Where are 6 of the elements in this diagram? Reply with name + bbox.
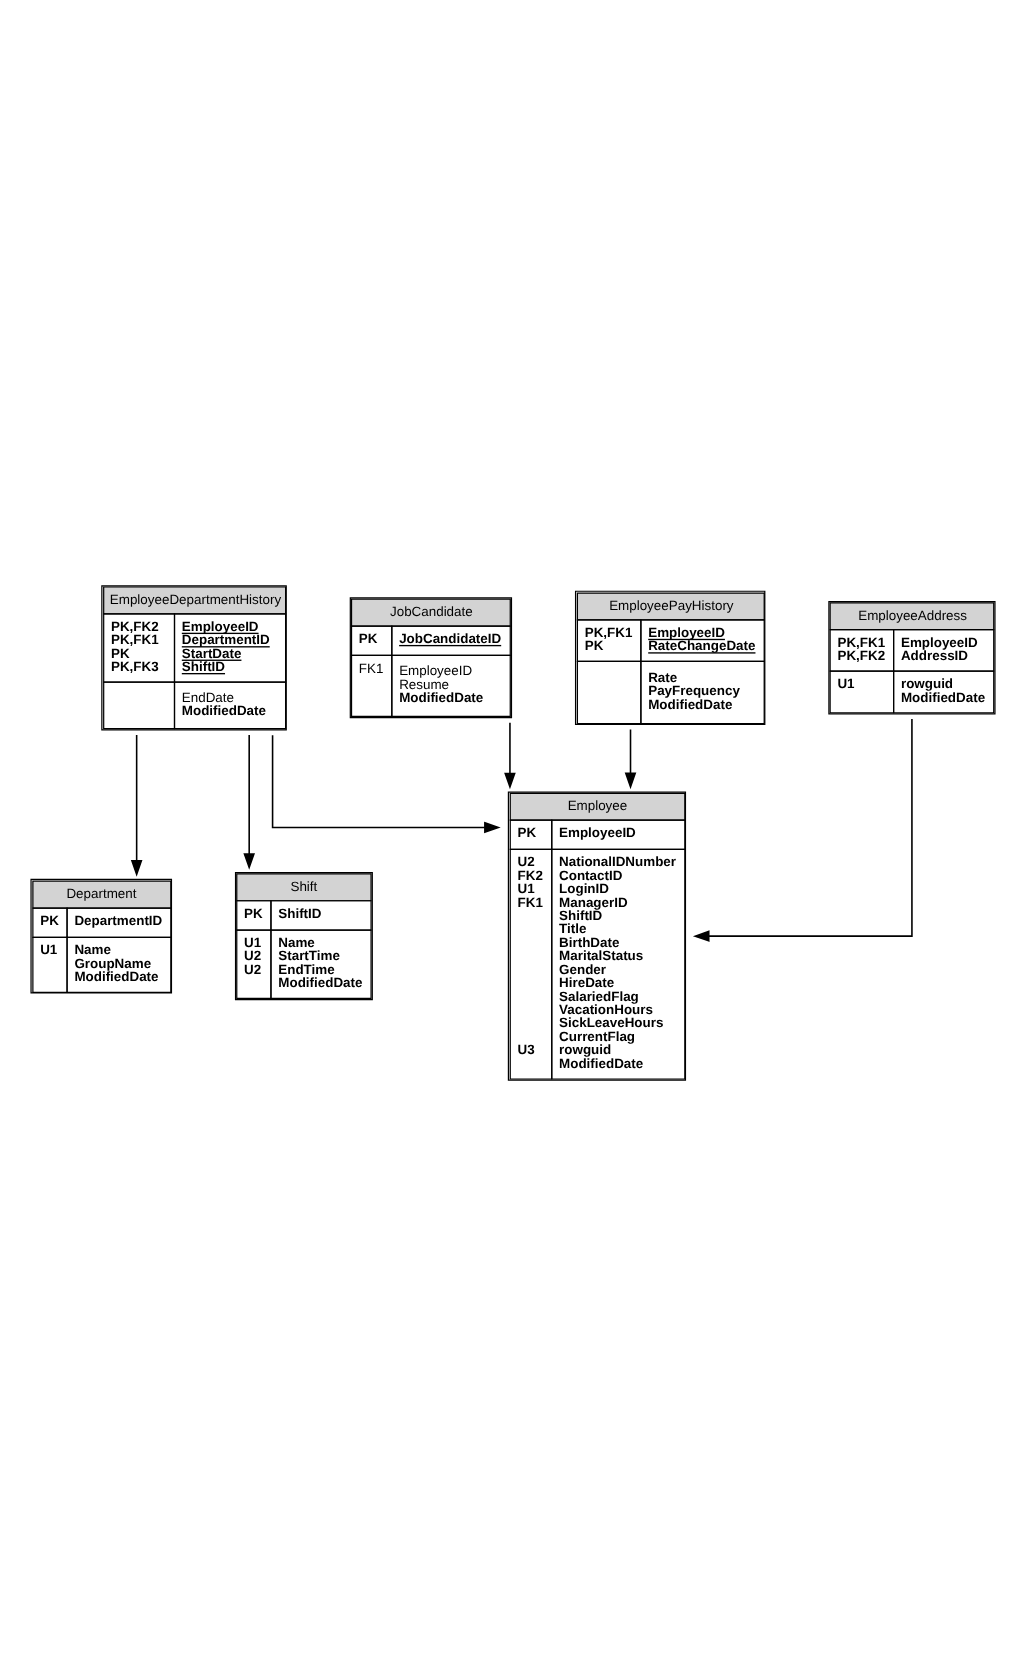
arrow [624,727,637,789]
arrow [692,717,913,941]
arrow [130,733,143,876]
arrow [243,733,255,869]
arrow [271,733,501,833]
arrow [504,720,516,789]
